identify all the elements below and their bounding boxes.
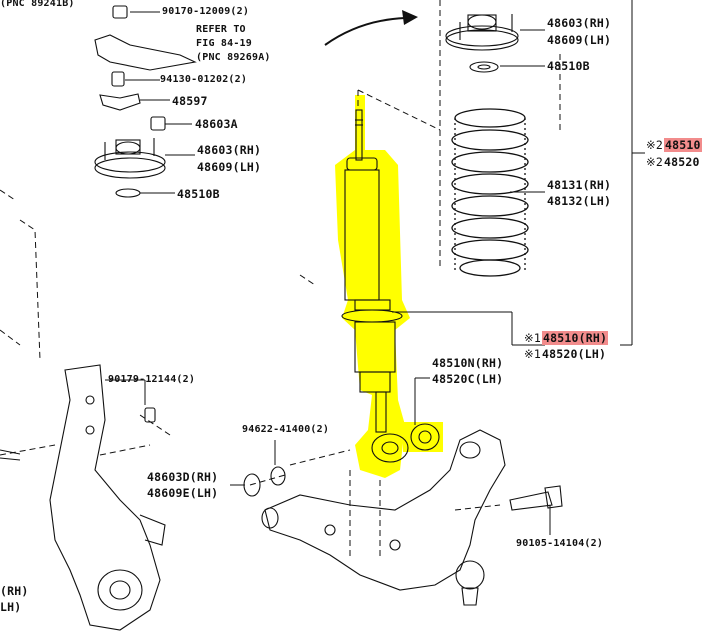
note-mark-2: ※2 <box>646 138 663 152</box>
part-label-90105: 90105-14104(2) <box>516 538 604 549</box>
part-label-94622: 94622-41400(2) <box>242 424 330 435</box>
edge-label-lh: LH) <box>0 600 22 614</box>
shock-highlight <box>335 95 443 478</box>
part-label-48510b-left: 48510B <box>177 187 220 201</box>
part-label-48609e: 48609E(LH) <box>147 486 219 500</box>
left-small-parts <box>94 5 197 198</box>
part-label-48609-lh-right: 48609(LH) <box>547 33 612 47</box>
part-label-48520-lh: ※148520(LH) <box>524 347 606 361</box>
part-label-48510b-right: 48510B <box>547 59 590 73</box>
part-label-48603-rh-right: 48603(RH) <box>547 16 612 30</box>
lower-control-arm <box>243 429 563 606</box>
refer-line-1: REFER TO <box>196 24 246 35</box>
label-48520-upper-text: 48520 <box>663 155 700 169</box>
part-label-48603d: 48603D(RH) <box>147 470 219 484</box>
part-label-90170: 90170-12009(2) <box>162 6 250 17</box>
note-mark-1b: ※1 <box>524 347 541 361</box>
part-label-48131: 48131(RH) <box>547 178 612 192</box>
note-mark-1: ※1 <box>524 331 541 345</box>
highlighted-48510-rh: 48510(RH) <box>541 331 609 345</box>
highlighted-48510-upper: 48510 <box>663 138 702 152</box>
shock-absorber <box>341 109 440 463</box>
part-label-48520-upper: ※248520 <box>646 155 700 169</box>
part-label-48520c: 48520C(LH) <box>432 372 504 386</box>
part-label-48132: 48132(LH) <box>547 194 612 208</box>
label-48520-lh-text: 48520(LH) <box>541 347 607 361</box>
upper-mount-right <box>445 14 519 73</box>
assembly-lines <box>0 0 561 560</box>
part-label-48603a: 48603A <box>195 117 238 131</box>
part-label-94130: 94130-01202(2) <box>160 74 248 85</box>
edge-label-rh: (RH) <box>0 584 29 598</box>
direction-arrow <box>324 10 418 46</box>
part-label-48510n: 48510N(RH) <box>432 356 504 370</box>
part-label-48609-lh-left: 48609(LH) <box>197 160 262 174</box>
pnc-reference-top: (PNC 89241B) <box>0 0 75 9</box>
part-label-90179: 90179-12144(2) <box>108 374 196 385</box>
note-mark-2b: ※2 <box>646 155 663 169</box>
steering-knuckle <box>0 364 166 631</box>
leader-lines <box>105 0 645 535</box>
part-label-48603-rh-left: 48603(RH) <box>197 143 262 157</box>
coil-spring <box>451 108 529 277</box>
refer-line-3: (PNC 89269A) <box>196 52 271 63</box>
part-label-48597: 48597 <box>172 94 208 108</box>
refer-line-2: FIG 84-19 <box>196 38 252 49</box>
